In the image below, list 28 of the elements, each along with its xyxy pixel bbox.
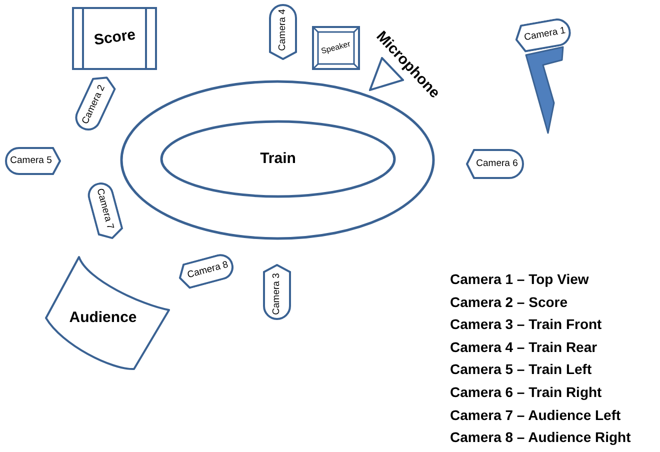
camera-shape — [466, 149, 524, 179]
legend-text: Camera 2 – Score — [450, 292, 569, 312]
score-label: Score — [92, 25, 137, 52]
camera-label: Camera 1 — [522, 26, 566, 44]
camera-shape — [263, 264, 291, 320]
legend-text: Camera 3 – Train Front — [450, 315, 603, 334]
camera-shape — [513, 16, 573, 54]
audience-shape — [42, 255, 172, 373]
camera-label: Camera 4 — [278, 9, 288, 53]
camera-label: Camera 6 — [475, 159, 518, 169]
camera-label: Camera 5 — [10, 156, 53, 166]
camera-label: Camera 7 — [94, 188, 116, 233]
camera-label: Camera 8 — [185, 260, 230, 282]
score-board — [72, 7, 157, 70]
legend-text: Camera 6 – Train Right — [450, 382, 603, 402]
camera-shape — [5, 147, 61, 175]
camera-label: Camera 3 — [272, 272, 282, 315]
track-ellipse — [160, 120, 396, 198]
audience-label: Audience — [69, 308, 137, 328]
speaker-label: Speaker — [320, 38, 352, 58]
legend-text: Camera 7 – Audience Left — [450, 406, 622, 425]
legend-text: Camera 4 – Train Rear — [450, 338, 598, 357]
camera-shape — [269, 4, 297, 60]
legend-text: Camera 1 – Top View — [450, 270, 590, 289]
train-label: Train — [260, 148, 296, 169]
legend-text: Camera 8 – Audience Right — [450, 428, 631, 448]
legend-text: Camera 5 – Train Left — [450, 360, 593, 380]
speaker-box — [312, 26, 360, 70]
